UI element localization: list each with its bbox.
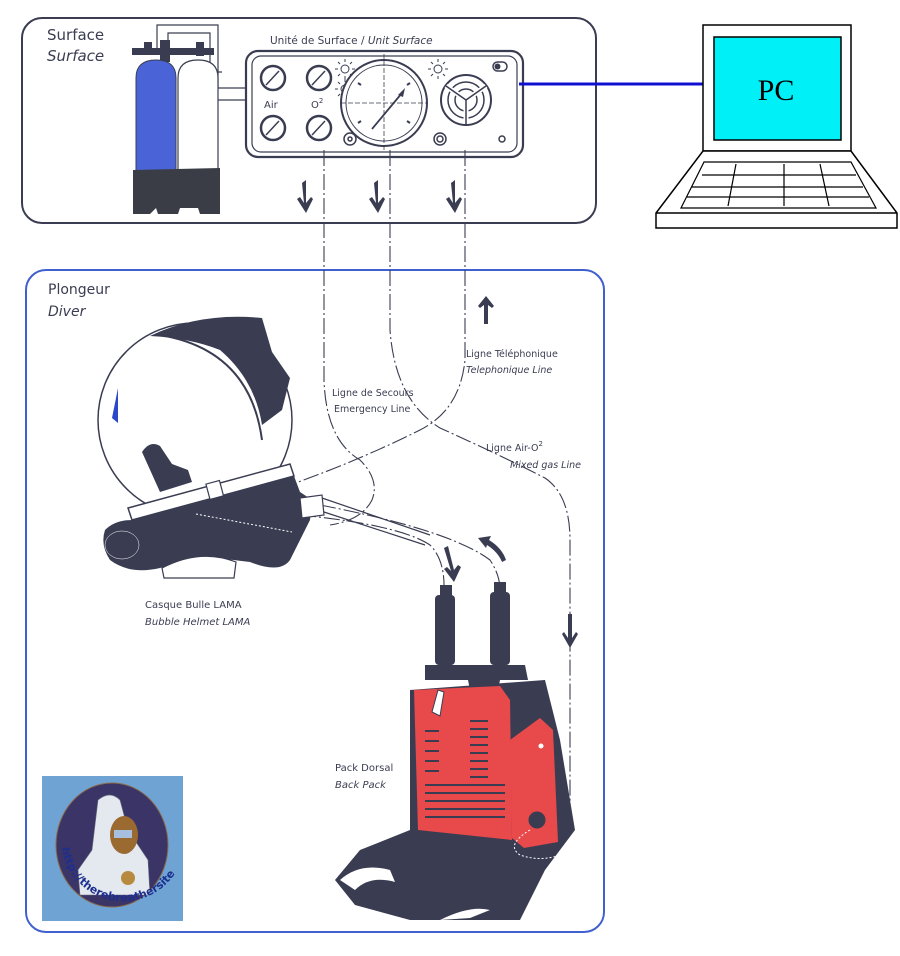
- o2-label: O2: [311, 97, 323, 111]
- depth-gauge: [340, 54, 428, 152]
- vent-holes: [425, 720, 505, 818]
- backpack-label: Pack Dorsal: [335, 763, 393, 774]
- diver-section: Plongeur Diver Ligne de Secours: [25, 150, 605, 933]
- emergency-line-label: Ligne de Secours: [332, 388, 414, 399]
- toggle-switch-icon: [492, 61, 508, 72]
- gas-cylinders: [132, 24, 247, 214]
- pc-laptop: PC: [655, 24, 898, 229]
- bubble-helmet: [97, 316, 431, 579]
- pc-keyboard: [680, 161, 878, 209]
- diver-title: Plongeur: [48, 282, 110, 298]
- telephone-line: [289, 150, 466, 486]
- speaker-icon: [440, 74, 492, 126]
- air-gauge-top: [259, 64, 287, 92]
- air-label: Air: [264, 100, 279, 111]
- surface-section: Surface Surface Unité de Surface / Unit …: [21, 17, 597, 224]
- o2-gauge-bottom: [305, 114, 333, 142]
- back-pack: [335, 582, 575, 920]
- telephone-line-label-en: Telephonique Line: [466, 365, 552, 376]
- mixed-gas-line-label: Ligne Air-O2: [486, 440, 543, 454]
- backpack-label-en: Back Pack: [335, 780, 387, 791]
- surface-unit-panel: Air O2: [244, 49, 525, 159]
- surface-frame: [21, 17, 597, 224]
- helmet-label-en: Bubble Helmet LAMA: [145, 617, 250, 628]
- surface-title: Surface: [47, 26, 104, 44]
- mixed-gas-line-label-en: Mixed gas Line: [510, 460, 581, 471]
- arrow-icon: [444, 296, 578, 648]
- diver-title-en: Diver: [48, 304, 87, 320]
- diver-frame: [25, 269, 605, 933]
- pc-label: PC: [758, 74, 795, 107]
- knob-icon: [343, 132, 506, 146]
- emergency-line: [323, 150, 375, 526]
- helmet-highlight: [112, 388, 118, 423]
- helmet-label: Casque Bulle LAMA: [145, 600, 242, 611]
- pc-screen: [713, 36, 842, 141]
- cylinder-boots: [133, 168, 220, 214]
- down-arrow-icon: [297, 180, 462, 213]
- unit-title: Unité de Surface / Unit Surface: [270, 35, 433, 47]
- surface-title-en: Surface: [47, 47, 104, 65]
- white-cylinder: [177, 59, 219, 177]
- o2-gauge-top: [305, 64, 333, 92]
- telephone-line-label: Ligne Téléphonique: [466, 349, 558, 360]
- air-gauge-bottom: [259, 114, 287, 142]
- emergency-line-label-en: Emergency Line: [334, 404, 411, 415]
- blue-cylinder: [135, 59, 177, 177]
